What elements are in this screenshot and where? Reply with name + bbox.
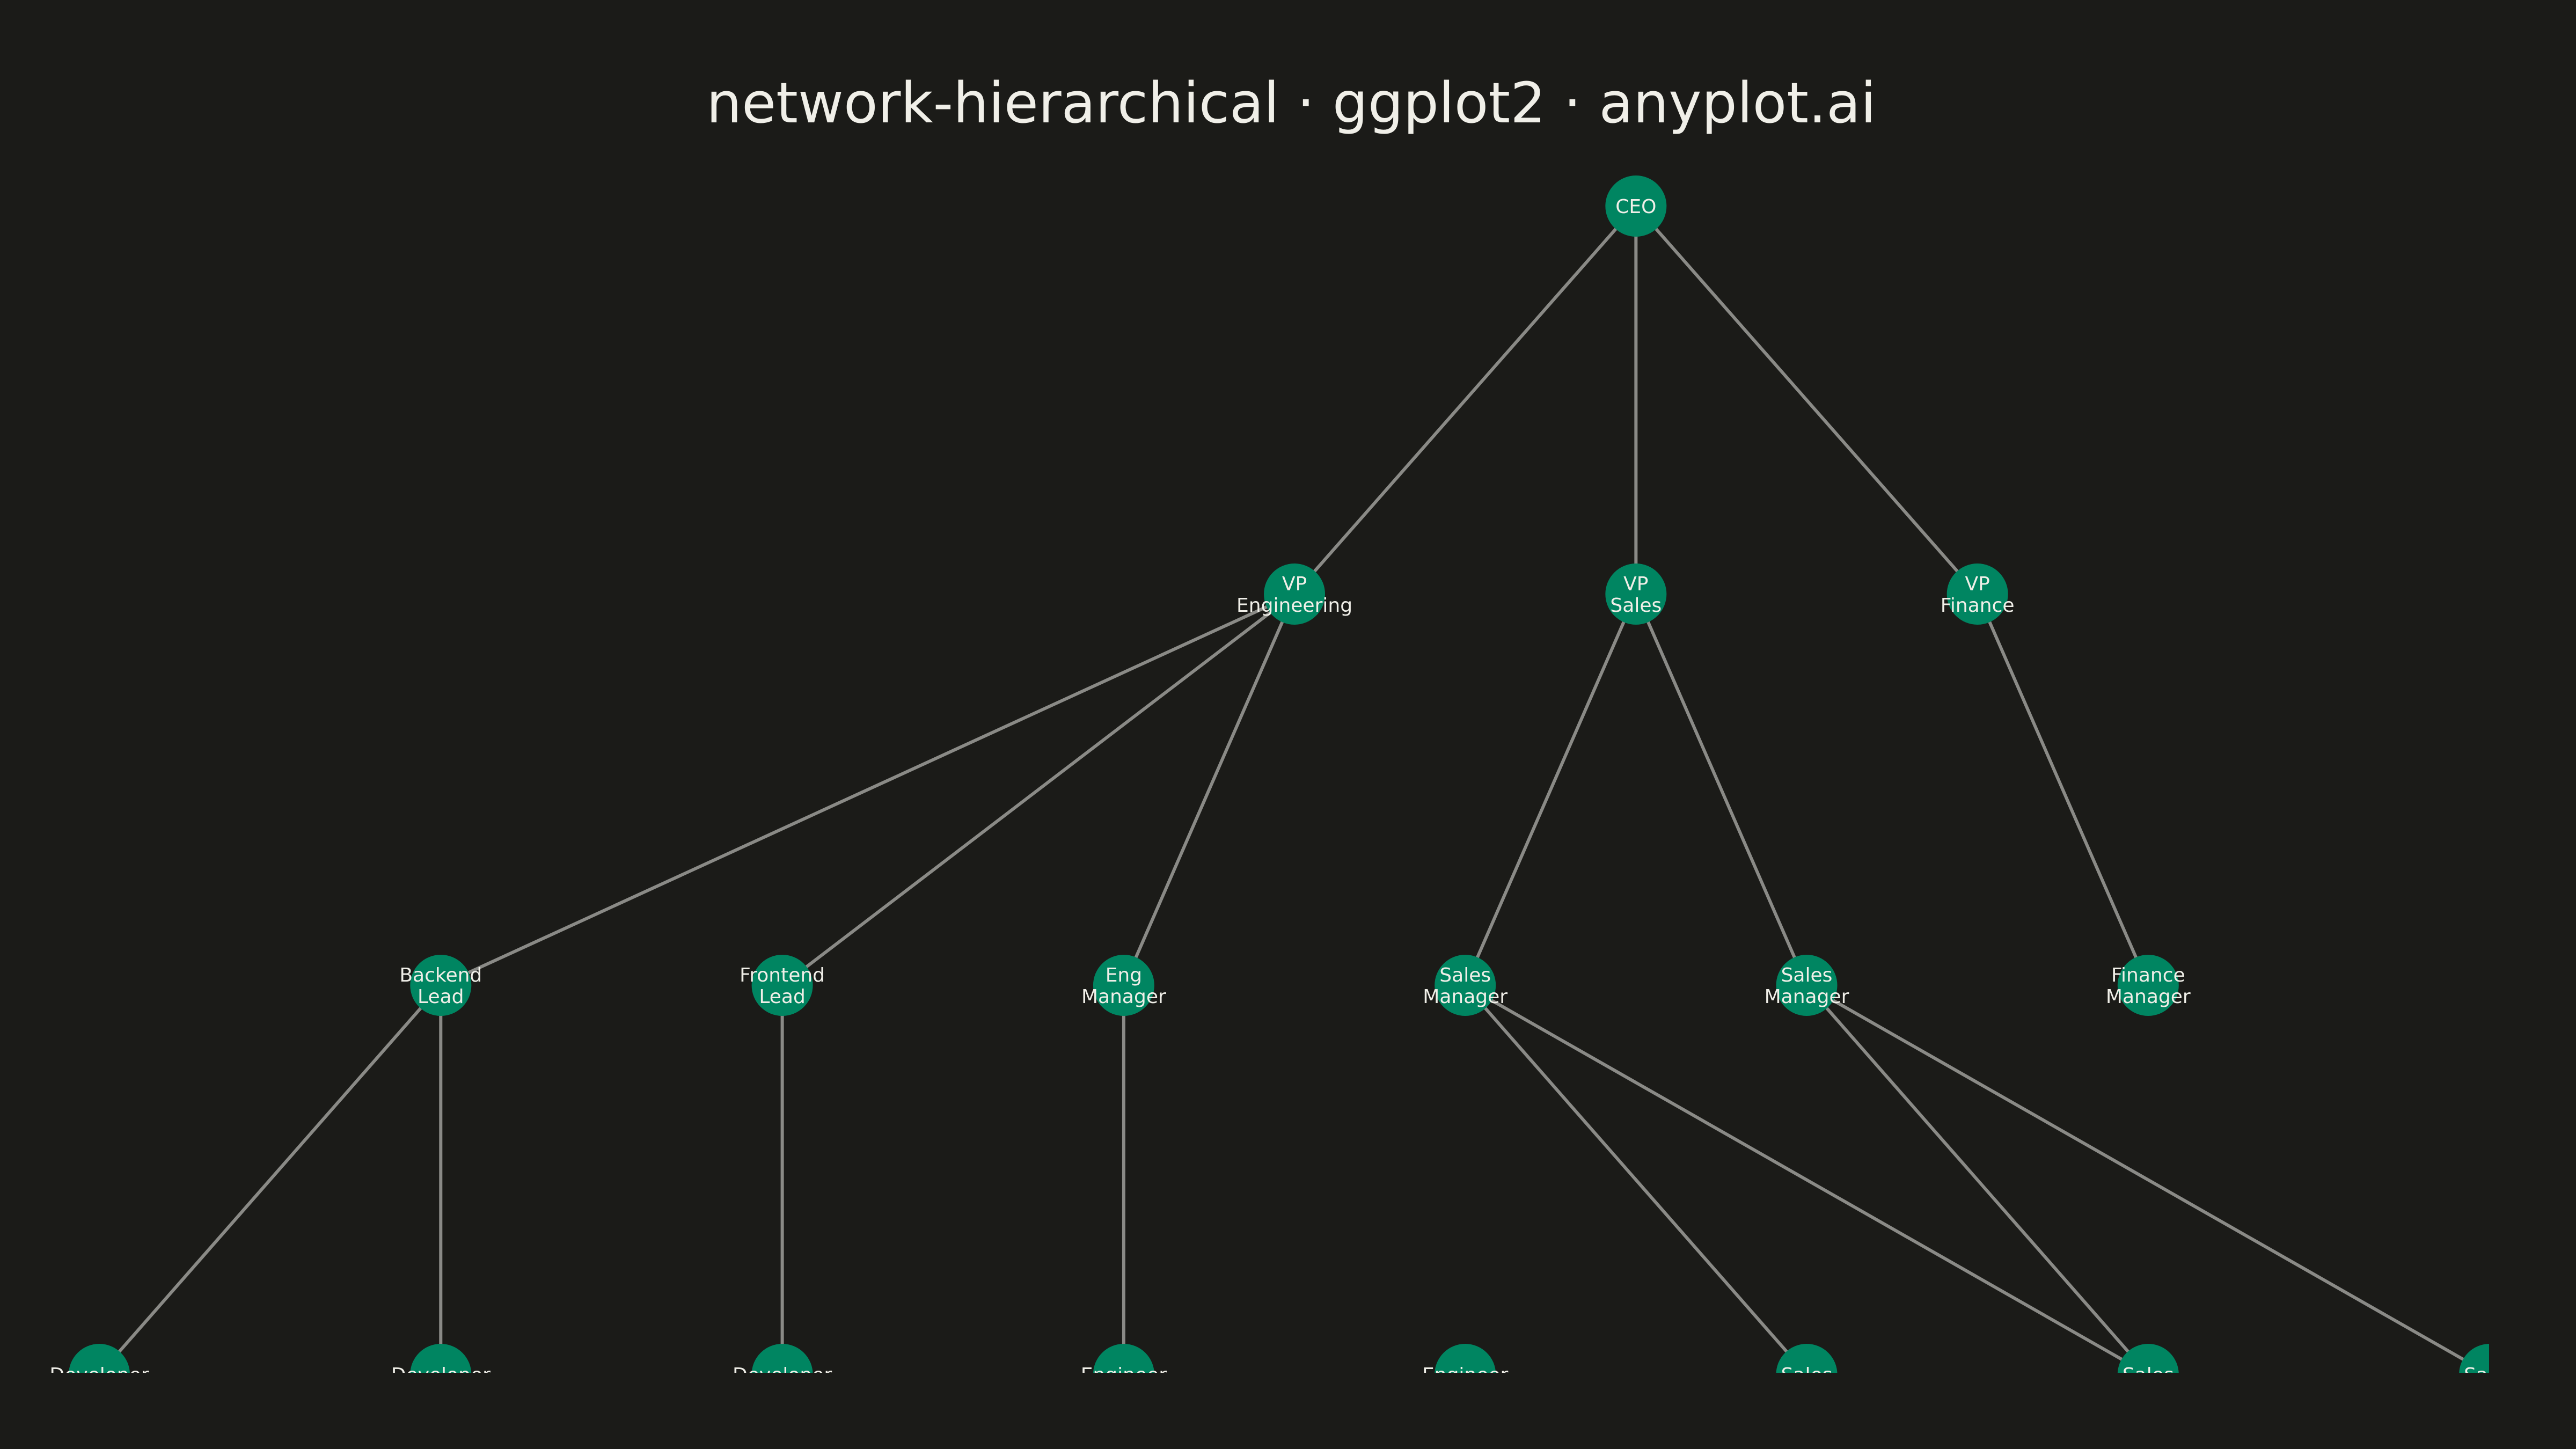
node-label: Sales bbox=[1610, 595, 1662, 617]
node-label: Lead bbox=[759, 986, 805, 1008]
edge-sales-manager-2-leaf-7 bbox=[1805, 984, 2149, 1373]
node-leaf-4: Engineer bbox=[1081, 1344, 1167, 1386]
node-label: Manager bbox=[1081, 986, 1166, 1008]
edge-ceo-vp-fin bbox=[1635, 205, 1979, 595]
node-label: Sales bbox=[1439, 964, 1491, 986]
node-circle bbox=[1605, 175, 1667, 237]
node-circle bbox=[410, 1344, 472, 1373]
node-label: VP bbox=[1623, 573, 1648, 595]
node-leaf-6: Sales bbox=[1776, 1344, 1838, 1386]
node-circle bbox=[2117, 955, 2179, 1016]
edge-vp-fin-finance-manager bbox=[1975, 593, 2150, 986]
node-label: Finance bbox=[1941, 595, 2015, 617]
edge-vp-sales-sales-manager-1 bbox=[1463, 593, 1638, 986]
edge-vp-eng-eng-manager bbox=[1122, 593, 1296, 986]
node-circle bbox=[1093, 955, 1154, 1016]
nodes-layer: CEOVPEngineeringVPSalesVPFinanceBackendL… bbox=[49, 175, 2515, 1386]
node-label: Developer bbox=[49, 1364, 149, 1386]
node-circle bbox=[1605, 564, 1667, 625]
node-label: Manager bbox=[1423, 986, 1507, 1008]
edge-ceo-vp-eng bbox=[1293, 205, 1637, 595]
node-label: Finance bbox=[2111, 964, 2185, 986]
node-label: Developer bbox=[391, 1364, 491, 1386]
node-label: Engineering bbox=[1236, 595, 1352, 617]
node-circle bbox=[1093, 1344, 1154, 1373]
node-label: Frontend bbox=[740, 964, 825, 986]
node-label: Sales bbox=[2123, 1364, 2174, 1386]
edge-vp-sales-sales-manager-2 bbox=[1634, 593, 1809, 986]
node-circle bbox=[1435, 1344, 1496, 1373]
node-label: Lead bbox=[418, 986, 464, 1008]
node-label: Eng bbox=[1106, 964, 1142, 986]
node-leaf-1: Developer bbox=[49, 1344, 149, 1386]
node-label: CEO bbox=[1615, 196, 1656, 218]
node-ceo: CEO bbox=[1605, 175, 1667, 237]
node-circle bbox=[1435, 955, 1496, 1016]
node-label: Manager bbox=[2106, 986, 2191, 1008]
node-circle bbox=[751, 1344, 813, 1373]
node-label: Backend bbox=[399, 964, 482, 986]
node-circle bbox=[1264, 564, 1326, 625]
node-circle bbox=[2117, 1344, 2179, 1373]
node-label: Sales bbox=[2464, 1364, 2515, 1386]
node-label: Manager bbox=[1765, 986, 1849, 1008]
node-label: Sales bbox=[1781, 1364, 1833, 1386]
edges-layer bbox=[98, 205, 2489, 1373]
node-leaf-2: Developer bbox=[391, 1344, 491, 1386]
edge-sales-manager-1-leaf-6 bbox=[1463, 984, 1807, 1373]
diagram-title: network-hierarchical · ggplot2 · anyplot… bbox=[706, 70, 1876, 136]
node-leaf-8: Sales bbox=[2459, 1344, 2515, 1386]
node-label: Engineer bbox=[1081, 1364, 1167, 1386]
node-circle bbox=[2459, 1344, 2489, 1373]
node-label: Developer bbox=[733, 1364, 832, 1386]
node-label: VP bbox=[1965, 573, 1989, 595]
edge-sales-manager-1-leaf-7 bbox=[1464, 984, 2149, 1373]
node-leaf-5: Engineer bbox=[1422, 1344, 1509, 1386]
edge-vp-eng-frontend-lead bbox=[781, 592, 1296, 987]
edge-backend-lead-leaf-1 bbox=[98, 984, 442, 1373]
node-circle bbox=[751, 955, 813, 1016]
edge-sales-manager-2-leaf-8 bbox=[1806, 984, 2489, 1373]
node-circle bbox=[69, 1344, 130, 1373]
diagram-panel: CEOVPEngineeringVPSalesVPFinanceBackendL… bbox=[49, 175, 2515, 1386]
node-circle bbox=[1946, 564, 2008, 625]
node-circle bbox=[1776, 1344, 1838, 1373]
node-leaf-7: Sales bbox=[2117, 1344, 2179, 1386]
edge-vp-eng-backend-lead bbox=[440, 592, 1296, 987]
node-leaf-3: Developer bbox=[733, 1344, 832, 1386]
node-circle bbox=[1776, 955, 1838, 1016]
node-circle bbox=[410, 955, 472, 1016]
node-label: Engineer bbox=[1422, 1364, 1509, 1386]
node-label: VP bbox=[1282, 573, 1307, 595]
node-label: Sales bbox=[1781, 964, 1833, 986]
